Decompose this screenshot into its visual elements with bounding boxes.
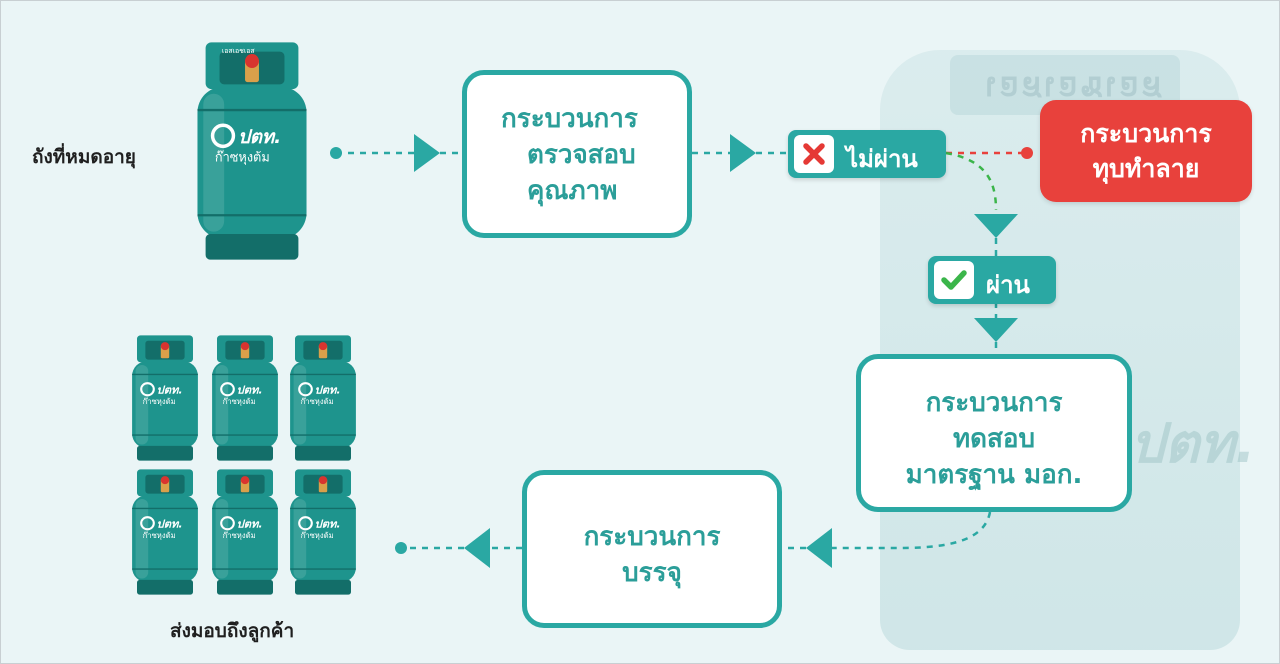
tank-valve-cap: [160, 476, 170, 485]
arrow-to-pass: [974, 214, 1018, 238]
tank-highlight: [203, 93, 225, 232]
connector-fail-pass-curve: [945, 151, 998, 211]
testing-line-3: มาตรฐาน มอก.: [905, 460, 1083, 490]
tank-brand-name: ก๊าซหุงต้ม: [143, 397, 176, 406]
pass-badge-label: ผ่าน: [986, 271, 1030, 299]
tank-top-text: เอสเอชเอส: [222, 47, 256, 55]
tank-base: [217, 579, 273, 595]
connector-start-dot: [330, 147, 342, 159]
tank-base: [295, 445, 351, 461]
tank-brand-logo: ปตท.: [238, 127, 281, 148]
fail-badge-label: ไม่ผ่าน: [846, 145, 918, 173]
arrow-to-fail: [730, 134, 756, 172]
tank-highlight: [135, 364, 149, 445]
testing-line-1: กระบวนการ: [925, 388, 1063, 418]
delivered-tank: ปตท.ก๊าซหุงต้ม: [288, 334, 358, 462]
tank-valve-cap: [240, 476, 250, 485]
packing-process-box: กระบวนการ บรรจุ: [522, 470, 782, 628]
tank-logo-drop: [298, 382, 313, 397]
delivered-tank: ปตท.ก๊าซหุงต้ม: [288, 468, 358, 596]
tank-brand-name: ก๊าซหุงต้ม: [215, 150, 270, 165]
tank-brand-logo: ปตท.: [157, 383, 183, 396]
tank-brand-name: ก๊าซหุงต้ม: [223, 531, 256, 540]
inspection-line-1: กระบวนการ: [501, 104, 638, 134]
testing-process-box: กระบวนการ ทดสอบ มาตรฐาน มอก.: [856, 354, 1132, 512]
delivered-tank: ปตท.ก๊าซหุงต้ม: [130, 334, 200, 462]
tank-logo-drop: [220, 382, 235, 397]
inspection-process-box: กระบวนการ ตรวจสอบ คุณภาพ: [462, 70, 692, 238]
tank-logo-drop: [210, 123, 236, 149]
watermark-logo: ปตท.: [1130, 412, 1256, 475]
packing-line-2: บรรจุ: [622, 558, 682, 588]
tank-valve-cap: [318, 342, 328, 351]
packing-line-1: กระบวนการ: [583, 522, 721, 552]
connector-destroy-dot: [1021, 147, 1033, 159]
tank-base: [295, 579, 351, 595]
tank-brand-logo: ปตท.: [237, 383, 263, 396]
tank-brand-logo: ปตท.: [157, 517, 183, 530]
delivery-label: ส่งมอบถึงลูกค้า: [170, 620, 295, 642]
destroy-line-2: ทุบทำลาย: [1092, 154, 1200, 183]
tank-graphic: ปตท.ก๊าซหุงต้ม: [290, 335, 356, 461]
expired-tank-image: ปตท. ก๊าซหุงต้ม เอสเอชเอส: [194, 40, 310, 262]
check-icon: [934, 261, 974, 299]
tank-graphic: ปตท.ก๊าซหุงต้ม: [290, 469, 356, 595]
tank-highlight: [293, 364, 307, 445]
tank-graphic: ปตท.ก๊าซหุงต้ม: [212, 335, 278, 461]
tank-graphic: ปตท.ก๊าซหุงต้ม: [132, 469, 198, 595]
source-label: ถังที่หมดอายุ: [32, 146, 136, 168]
destroy-line-1: กระบวนการ: [1080, 119, 1212, 148]
tank-graphic: ปตท. ก๊าซหุงต้ม เอสเอชเอส: [197, 42, 307, 260]
inspection-line-3: คุณภาพ: [527, 176, 618, 206]
connector-end-dot: [395, 542, 407, 554]
inspection-line-2: ตรวจสอบ: [527, 140, 636, 170]
arrow-to-testing: [974, 318, 1018, 342]
tank-valve-cap: [318, 476, 328, 485]
destroy-process-box: กระบวนการ ทุบทำลาย: [1040, 100, 1252, 202]
tank-brand-logo: ปตท.: [315, 517, 341, 530]
arrow-to-inspection: [414, 134, 440, 172]
cross-icon: [794, 135, 834, 173]
tank-graphic: ปตท.ก๊าซหุงต้ม: [212, 469, 278, 595]
tank-brand-name: ก๊าซหุงต้ม: [301, 531, 334, 540]
tank-brand-name: ก๊าซหุงต้ม: [143, 531, 176, 540]
tank-logo-drop: [140, 516, 155, 531]
testing-line-2: ทดสอบ: [952, 424, 1035, 454]
delivered-tank: ปตท.ก๊าซหุงต้ม: [130, 468, 200, 596]
tank-highlight: [135, 498, 149, 579]
delivered-tank: ปตท.ก๊าซหุงต้ม: [210, 334, 280, 462]
fail-badge: ไม่ผ่าน: [788, 130, 946, 178]
tank-base: [217, 445, 273, 461]
arrow-to-delivery: [464, 528, 490, 568]
tank-valve-cap: [245, 54, 259, 69]
tank-brand-name: ก๊าซหุงต้ม: [301, 397, 334, 406]
tank-brand-logo: ปตท.: [237, 517, 263, 530]
tank-logo-drop: [298, 516, 313, 531]
tank-highlight: [215, 498, 229, 579]
tank-logo-drop: [220, 516, 235, 531]
arrow-to-packing: [806, 528, 832, 568]
tank-base: [205, 233, 299, 260]
tank-brand-logo: ปตท.: [315, 383, 341, 396]
tank-base: [137, 579, 193, 595]
delivered-tank: ปตท.ก๊าซหุงต้ม: [210, 468, 280, 596]
delivered-tanks-group: ปตท.ก๊าซหุงต้ม ปตท.ก๊าซหุงต้ม ปตท.ก๊าซหุ…: [130, 334, 360, 596]
tank-highlight: [293, 498, 307, 579]
tank-valve-cap: [240, 342, 250, 351]
connector-testing-packing: [832, 511, 992, 550]
tank-brand-name: ก๊าซหุงต้ม: [223, 397, 256, 406]
tank-base: [137, 445, 193, 461]
tank-graphic: ปตท.ก๊าซหุงต้ม: [132, 335, 198, 461]
tank-valve-cap: [160, 342, 170, 351]
tank-highlight: [215, 364, 229, 445]
pass-badge: ผ่าน: [928, 256, 1056, 304]
tank-logo-drop: [140, 382, 155, 397]
